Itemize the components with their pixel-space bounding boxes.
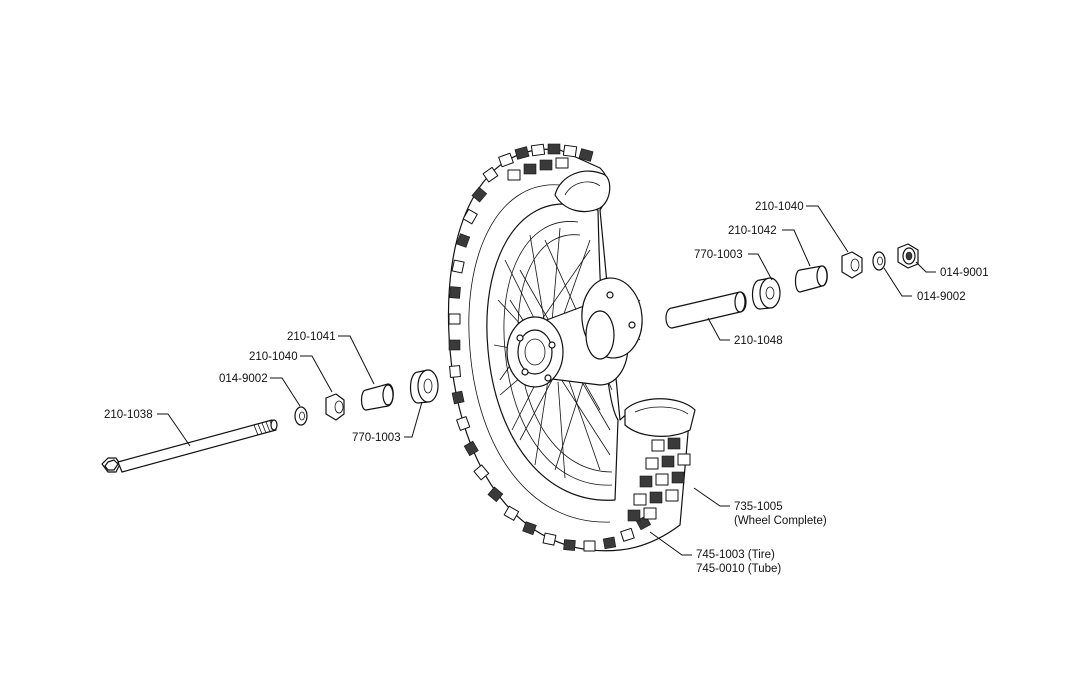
callout-right-spacer: 210-1042 — [728, 225, 777, 237]
hub — [506, 277, 643, 388]
callout-right-washer: 014-9002 — [917, 291, 966, 303]
right-bearing — [751, 277, 781, 310]
center-sleeve — [665, 291, 747, 329]
right-washer — [872, 251, 886, 271]
callout-wheel-complete-desc: (Wheel Complete) — [734, 515, 827, 527]
callout-right-spacer-nut: 210-1040 — [755, 201, 804, 213]
left-spacer-nut — [325, 393, 345, 421]
tire-sidewall — [468, 184, 611, 523]
callout-left-spacer: 210-1041 — [287, 331, 336, 343]
callout-center-sleeve: 210-1048 — [734, 335, 783, 347]
tire-cutaway — [554, 170, 696, 437]
callout-left-bearing: 770-1003 — [352, 432, 401, 444]
right-spacer-nut — [841, 251, 863, 279]
callout-labels: 210-1038 014-9002 210-1040 210-1041 770-… — [104, 201, 989, 575]
left-washer — [294, 406, 308, 426]
axle-bolt — [101, 419, 278, 473]
left-bearing — [409, 369, 439, 404]
callout-right-bearing: 770-1003 — [694, 249, 743, 261]
callout-left-spacer-nut: 210-1040 — [249, 351, 298, 363]
callout-left-washer: 014-9002 — [219, 373, 268, 385]
callout-axle-nut: 014-9001 — [940, 267, 989, 279]
callout-wheel-complete-number: 735-1005 — [734, 501, 783, 513]
right-spacer — [794, 265, 828, 293]
callout-axle: 210-1038 — [104, 409, 153, 421]
tire-lugs — [448, 143, 691, 552]
left-spacer — [360, 383, 394, 411]
leader-lines — [157, 205, 936, 556]
rim-inner — [503, 221, 613, 486]
callout-tube: 745-0010 (Tube) — [696, 563, 781, 575]
axle-nut — [897, 243, 919, 269]
wheel-assembly — [447, 143, 696, 552]
callout-tire: 745-1003 (Tire) — [696, 549, 775, 561]
